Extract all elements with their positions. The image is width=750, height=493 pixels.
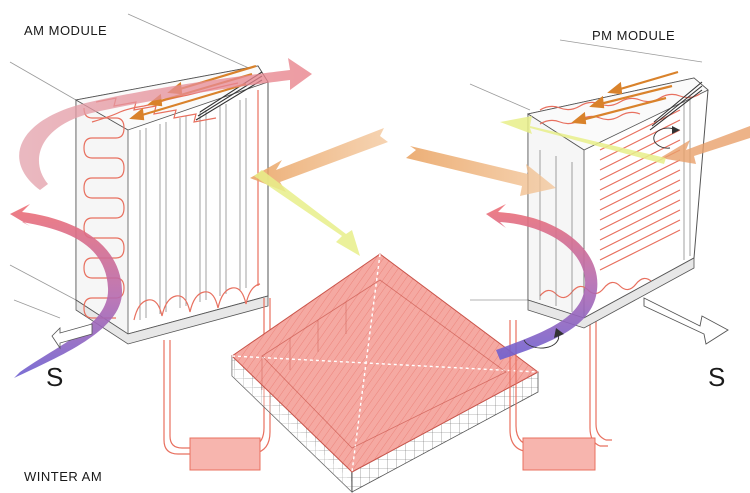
solar-arrows	[250, 116, 750, 256]
am-module	[9, 13, 312, 471]
sun-arrow-pm	[406, 146, 556, 196]
central-building	[231, 253, 539, 493]
label-winter-am: WINTER AM	[24, 469, 102, 484]
sun-arrow-right	[660, 126, 750, 164]
pm-wind-arrow	[486, 204, 598, 360]
reflect-arrow-am	[254, 170, 360, 256]
pm-heat-arrows	[571, 70, 679, 125]
am-storage-tank	[189, 437, 261, 471]
am-warm-air-arrow	[19, 58, 312, 190]
label-am-module: AM MODULE	[24, 23, 107, 38]
label-south-right: S	[708, 362, 725, 392]
am-wind-arrow	[10, 204, 123, 378]
sun-arrow-am	[250, 128, 388, 192]
label-pm-module: PM MODULE	[592, 28, 675, 43]
reflect-arrow-pm	[500, 116, 666, 164]
pm-storage-tank	[522, 437, 596, 471]
label-south-left: S	[46, 362, 63, 392]
pm-heating-coil	[509, 93, 701, 453]
